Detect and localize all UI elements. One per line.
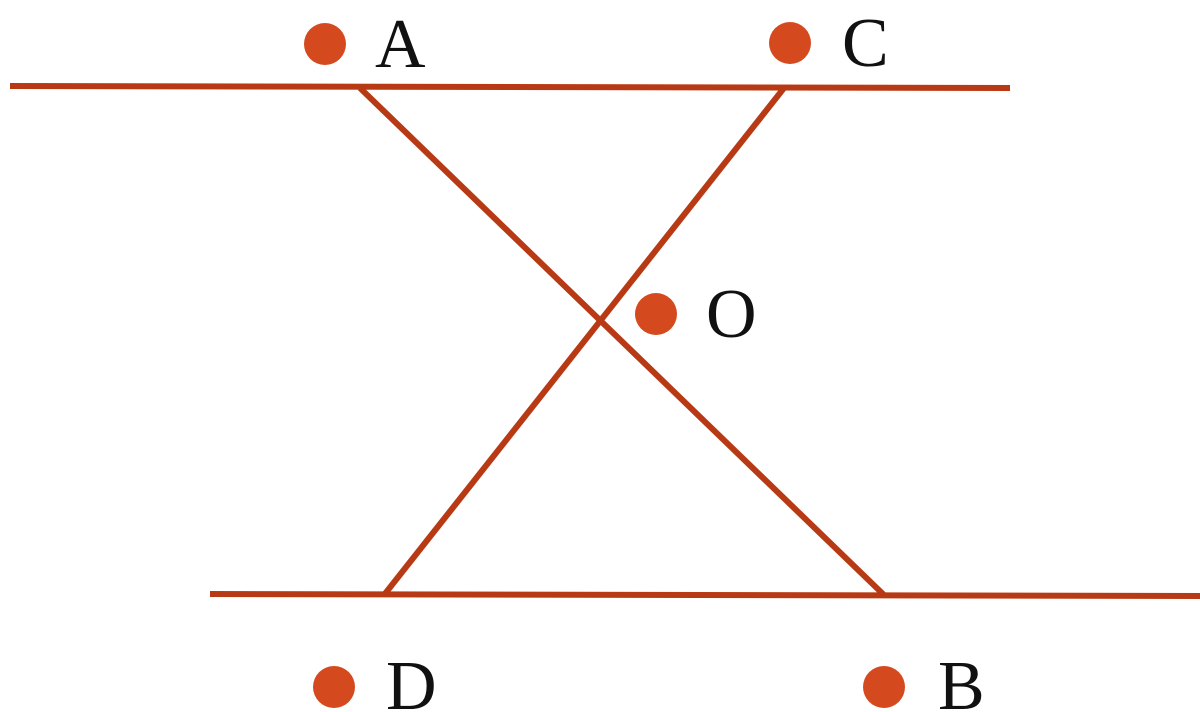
point-c-marker: [769, 22, 811, 64]
point-o-label: O: [706, 276, 757, 353]
point-d-marker: [313, 666, 355, 708]
point-a-marker: [304, 23, 346, 65]
top-parallel-line: [9, 83, 1011, 91]
point-b-label: B: [938, 648, 985, 712]
point-a-label: A: [375, 6, 426, 83]
transversal-line-cd: [381, 86, 787, 597]
transversal-line-ab: [357, 85, 887, 598]
bottom-parallel-line: [209, 591, 1200, 599]
point-c-label: C: [842, 5, 889, 82]
point-d-label: D: [386, 648, 437, 712]
point-o-marker: [635, 293, 677, 335]
point-b-marker: [863, 666, 905, 708]
